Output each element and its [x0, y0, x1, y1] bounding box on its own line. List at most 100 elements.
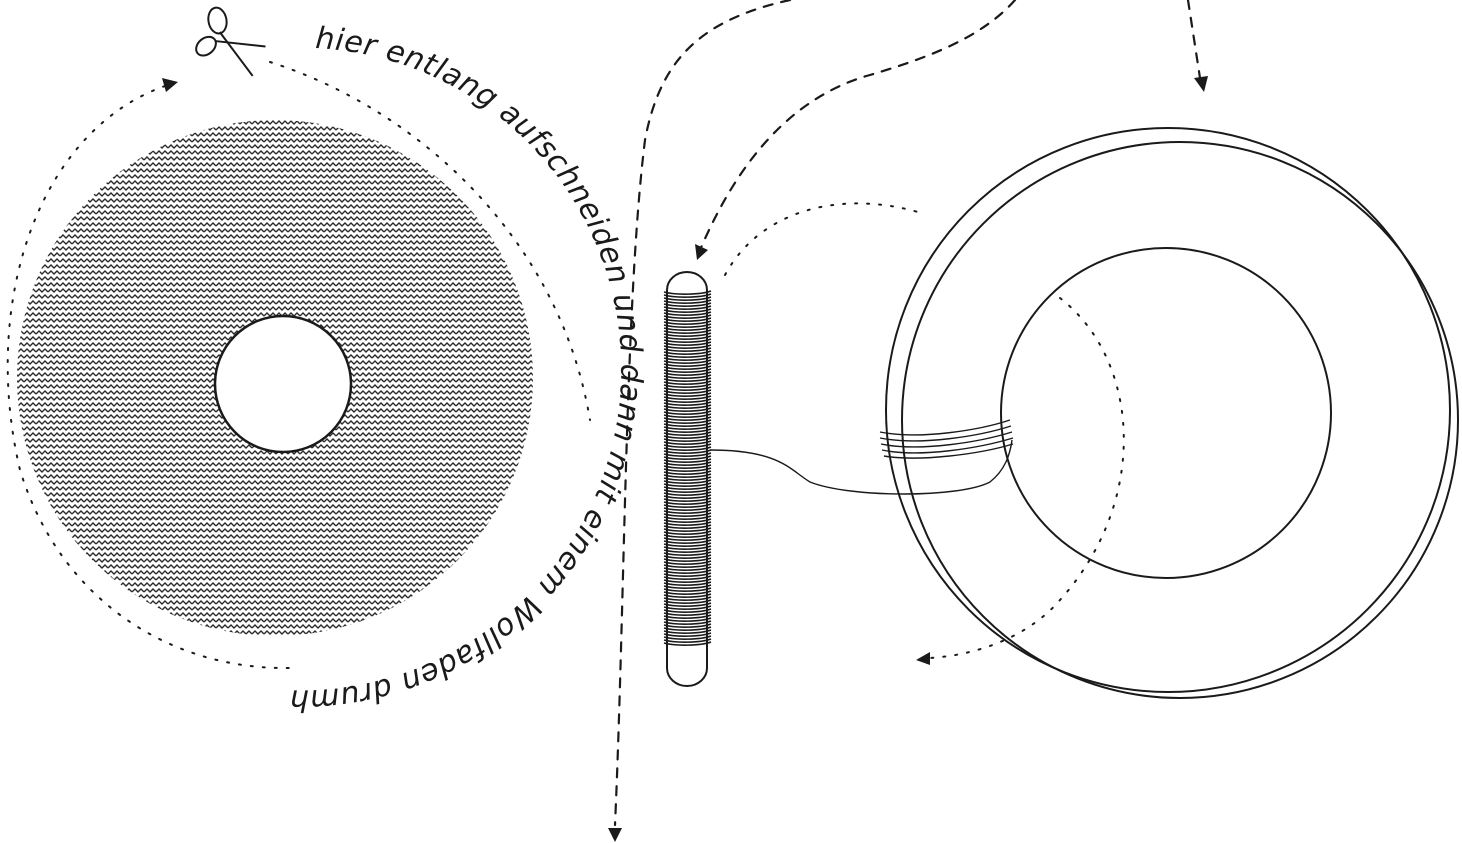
disc-hole [213, 314, 353, 454]
yarn-coil [663, 479, 712, 484]
yarn-coil [663, 572, 712, 577]
yarn-coil [663, 416, 712, 421]
yarn-coil [663, 614, 712, 619]
yarn-coils [663, 290, 712, 646]
yarn-coil [663, 545, 712, 550]
yarn-coil [663, 314, 712, 319]
dashed-guide-cylinder-arrowhead [695, 244, 708, 260]
yarn-coil [663, 599, 712, 604]
yarn-coil [663, 359, 712, 364]
yarn-coil [663, 593, 712, 598]
yarn-coil [663, 323, 712, 328]
yarn-coil [663, 482, 712, 487]
yarn-coil [663, 365, 712, 370]
yarn-coil [663, 362, 712, 367]
yarn-coil [663, 347, 712, 352]
yarn-coil [663, 335, 712, 340]
yarn-coil [663, 512, 712, 517]
yarn-coil [663, 338, 712, 343]
yarn-coil [663, 638, 712, 643]
pompom-disc-template [17, 120, 533, 636]
yarn-coil [663, 578, 712, 583]
yarn-coil [663, 401, 712, 406]
yarn-coil [663, 473, 712, 478]
yarn-coil [663, 305, 712, 310]
yarn-coil [663, 308, 712, 313]
yarn-coil [663, 569, 712, 574]
yarn-coil [663, 611, 712, 616]
yarn-coil [663, 431, 712, 436]
yarn-coil [663, 434, 712, 439]
yarn-coil [663, 317, 712, 322]
yarn-coil [663, 491, 712, 496]
yarn-coil [663, 455, 712, 460]
yarn-coil [663, 422, 712, 427]
yarn-coil [663, 617, 712, 622]
yarn-coil [663, 494, 712, 499]
yarn-coil [663, 515, 712, 520]
yarn-wound-cylinder [663, 271, 712, 687]
dashed-guide-cylinder [698, 0, 1017, 252]
yarn-coil [663, 497, 712, 502]
yarn-coil [663, 506, 712, 511]
yarn-coil [663, 548, 712, 553]
dashed-guide-ring [1186, 0, 1202, 80]
yarn-coil [663, 635, 712, 640]
yarn-coil [663, 539, 712, 544]
yarn-coil [663, 533, 712, 538]
yarn-coil [663, 413, 712, 418]
yarn-coil [663, 407, 712, 412]
dashed-guide-ring-arrowhead [1194, 76, 1208, 92]
cut-line-left [6, 85, 291, 670]
yarn-coil [663, 296, 712, 301]
yarn-coil [663, 320, 712, 325]
yarn-coil [663, 311, 712, 316]
yarn-coil [663, 437, 712, 442]
yarn-strand [709, 439, 1013, 495]
yarn-coil [663, 383, 712, 388]
yarn-coil [663, 461, 712, 466]
yarn-coil [663, 581, 712, 586]
yarn-coil [663, 587, 712, 592]
yarn-coil [663, 452, 712, 457]
yarn-coil [663, 377, 712, 382]
yarn-coil [663, 395, 712, 400]
yarn-coil [663, 563, 712, 568]
yarn-coil [663, 293, 712, 298]
yarn-coil [663, 398, 712, 403]
yarn-coil [663, 602, 712, 607]
yarn-coil [663, 554, 712, 559]
yarn-coil [663, 410, 712, 415]
yarn-coil [663, 623, 712, 628]
yarn-coil [663, 458, 712, 463]
yarn-coil [663, 380, 712, 385]
ring-outer-edge [885, 127, 1451, 693]
yarn-coil [663, 389, 712, 394]
yarn-coil [663, 530, 712, 535]
yarn-coil [663, 374, 712, 379]
yarn-coil [663, 605, 712, 610]
yarn-coil [663, 626, 712, 631]
yarn-coil [663, 620, 712, 625]
yarn-coil [663, 371, 712, 376]
dashed-guide-main-arrowhead [608, 828, 622, 842]
yarn-coil [663, 542, 712, 547]
yarn-coil [663, 557, 712, 562]
yarn-coil [663, 590, 712, 595]
yarn-coil [663, 509, 712, 514]
yarn-coil [663, 368, 712, 373]
wrap-motion-ring-arrowhead [916, 652, 930, 665]
yarn-coil [663, 524, 712, 529]
yarn-coil [663, 299, 712, 304]
yarn-coil [663, 629, 712, 634]
yarn-coil [663, 560, 712, 565]
yarn-coil [663, 350, 712, 355]
yarn-coil [663, 443, 712, 448]
yarn-coil [663, 527, 712, 532]
ring-yarn-wrap [879, 419, 1014, 459]
yarn-coil [663, 518, 712, 523]
scissors-icon [195, 6, 266, 77]
wrap-motion-top [724, 202, 919, 276]
yarn-coil [663, 356, 712, 361]
wrap-motion-ring [929, 297, 1125, 659]
